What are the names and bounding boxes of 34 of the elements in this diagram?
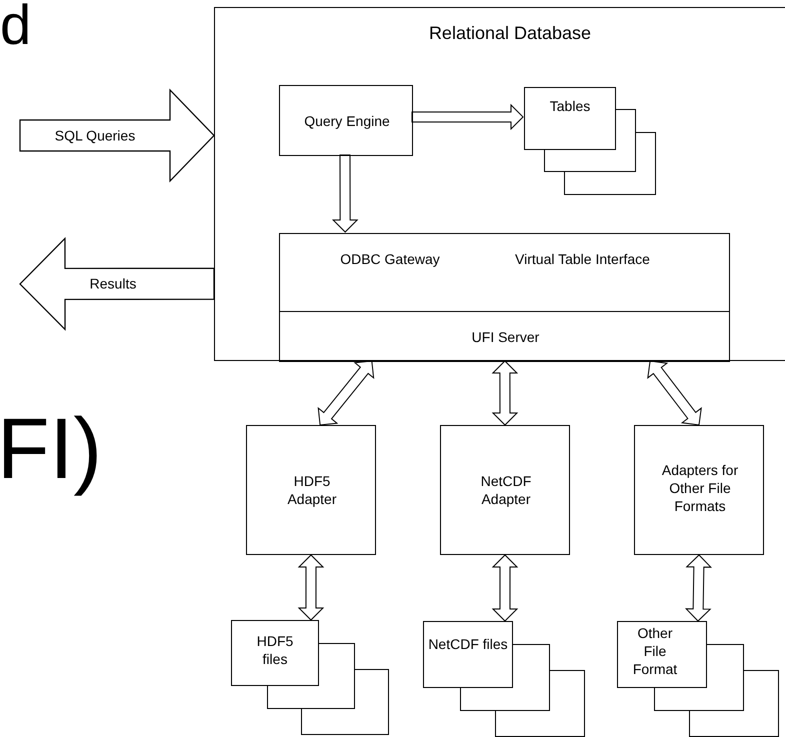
- block-arrow: [412, 104, 524, 130]
- process-box: [279, 233, 730, 312]
- block-arrow: [298, 554, 324, 621]
- process-box: [246, 425, 376, 555]
- process-box: [279, 311, 730, 362]
- node-label: Other File Format: [632, 624, 678, 678]
- edge-label: SQL Queries: [54, 127, 136, 144]
- node-label: Query Engine: [303, 112, 391, 130]
- block-arrow: [332, 154, 358, 233]
- node-label: HDF5 Adapter: [286, 472, 338, 508]
- node-label: NetCDF files: [428, 635, 508, 653]
- node-label: NetCDF Adapter: [480, 472, 532, 508]
- heading-fragment: d: [0, 0, 32, 56]
- block-arrow: [647, 360, 702, 426]
- block-arrow: [492, 554, 518, 622]
- node-label: Virtual Table Interface: [514, 250, 651, 268]
- node-label: Tables: [548, 97, 592, 115]
- process-box: [634, 425, 764, 555]
- document-stack: [617, 621, 779, 737]
- block-arrow: [19, 237, 215, 331]
- process-box: [440, 425, 570, 555]
- node-label: ODBC Gateway: [339, 250, 441, 268]
- node-label: UFI Server: [470, 328, 540, 346]
- block-arrow: [318, 360, 374, 426]
- block-arrow: [684, 554, 712, 622]
- document-stack: [423, 621, 585, 737]
- document-stack: [231, 620, 389, 735]
- process-box: [279, 85, 413, 156]
- container-title: Relational Database: [428, 22, 592, 44]
- heading-fragment: FI): [0, 402, 102, 497]
- node-label: HDF5 files: [256, 632, 294, 668]
- document-stack: [524, 87, 656, 196]
- node-label: Adapters for Other File Formats: [660, 461, 740, 515]
- block-arrow: [492, 360, 518, 426]
